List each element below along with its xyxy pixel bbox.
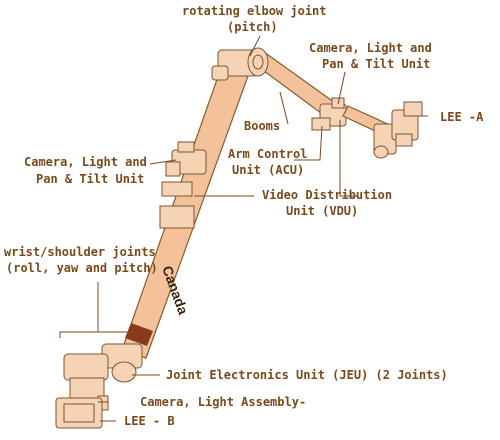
label-vdu-line1: Video Distribution xyxy=(262,188,392,202)
label-acu-line1: Arm Control xyxy=(228,147,307,161)
label-jeu: Joint Electronics Unit (JEU) (2 Joints) xyxy=(166,368,448,382)
vdu-box xyxy=(161,181,193,197)
label-acu-line2: Unit (ACU) xyxy=(232,163,304,177)
leader-cam-left xyxy=(149,159,177,165)
label-cam-right-line1: Camera, Light and xyxy=(309,41,432,55)
label-lee-a: LEE -A xyxy=(440,110,484,124)
label-elbow-line1: rotating elbow joint xyxy=(182,4,327,18)
leader-cam-right xyxy=(337,71,346,105)
label-cam-left-line2: Pan & Tilt Unit xyxy=(36,172,144,186)
lee-b-effector xyxy=(55,397,103,429)
leader-vdu-right xyxy=(339,120,358,197)
leader-acu xyxy=(294,125,323,161)
label-wrist-line1: wrist/shoulder joints xyxy=(4,245,156,259)
wrist-a xyxy=(342,105,397,159)
boom-dark-band xyxy=(125,323,153,346)
label-lee-b: LEE - B xyxy=(124,414,175,428)
label-cam-right-line2: Pan & Tilt Unit xyxy=(322,57,430,71)
label-cam-left-line1: Camera, Light and xyxy=(24,155,147,169)
leader-booms xyxy=(279,91,289,125)
jeu-box xyxy=(159,205,195,229)
left-camera-unit xyxy=(165,141,207,177)
lee-a-effector xyxy=(391,101,423,147)
lower-wrist-joints xyxy=(63,343,143,411)
leader-elbow xyxy=(249,35,261,57)
label-elbow-line2: (pitch) xyxy=(227,20,278,34)
wrist-bracket xyxy=(59,331,137,338)
label-booms: Booms xyxy=(244,119,280,133)
elbow-joint xyxy=(211,47,269,81)
label-wrist-line2: (roll, yaw and pitch) xyxy=(6,261,158,275)
label-vdu-line2: Unit (VDU) xyxy=(286,204,358,218)
label-camera-light: Camera, Light Assembly- xyxy=(140,395,306,409)
